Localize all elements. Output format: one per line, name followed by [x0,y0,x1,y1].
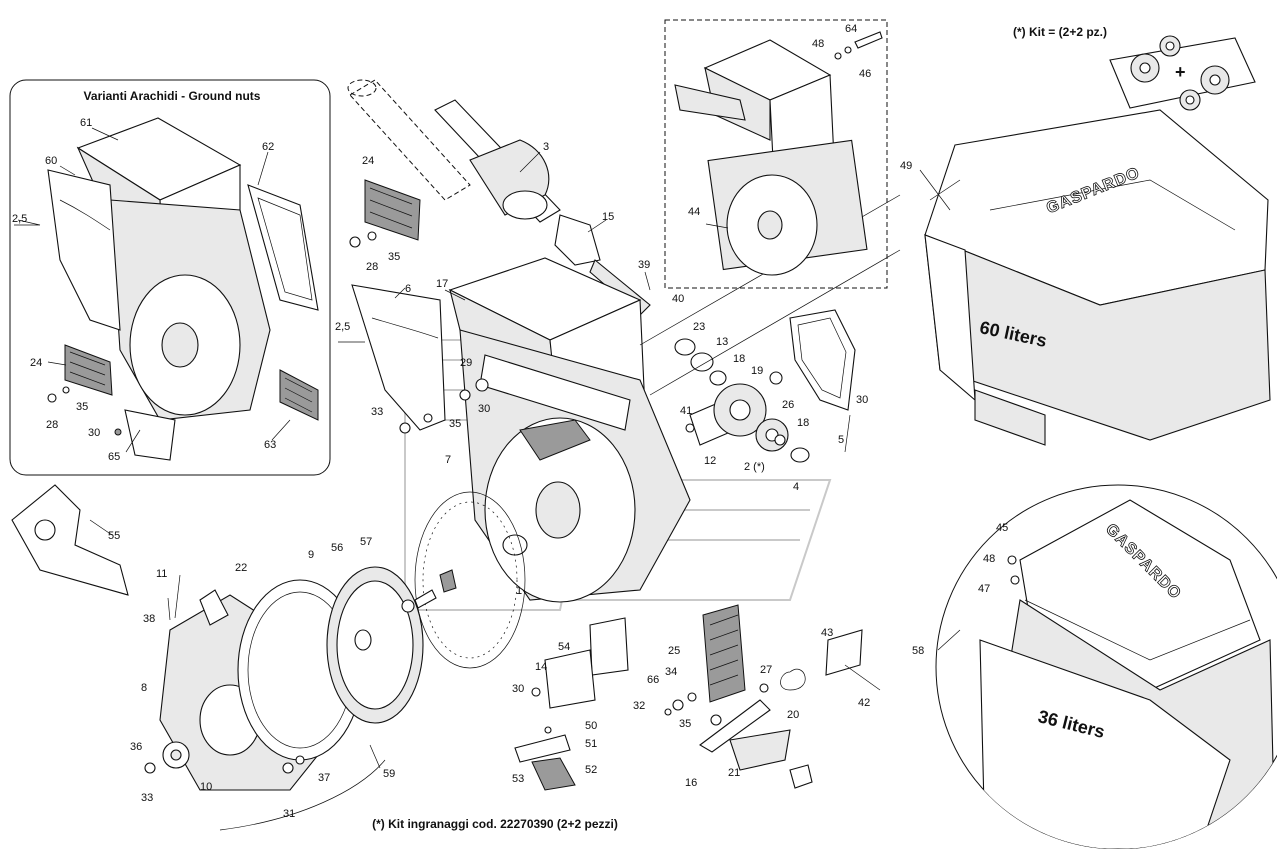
callout-30c: 30 [478,403,490,415]
callout-44: 44 [688,206,700,218]
callout-5: 5 [838,434,844,446]
svg-text:+: + [1175,62,1186,82]
callout-12: 12 [704,455,716,467]
callout-41: 41 [680,405,692,417]
callout-49: 49 [900,160,912,172]
callout-65: 65 [108,451,120,463]
detail-box-44 [664,19,888,289]
callout-13: 13 [716,336,728,348]
callout-9: 9 [308,549,314,561]
callout-35: 35 [76,401,88,413]
callout-35d: 35 [679,718,691,730]
callout-24: 24 [30,357,42,369]
lower-center-parts [514,617,629,791]
leader-lines [47,127,961,769]
callout-39: 39 [638,259,650,271]
callout-35c: 35 [449,418,461,430]
callout-19: 19 [751,365,763,377]
callout-34: 34 [665,666,677,678]
dim-label-main: 2,5 [335,321,350,333]
callout-51: 51 [585,738,597,750]
callout-62: 62 [262,141,274,153]
callout-64: 64 [845,23,857,35]
callout-6: 6 [405,283,411,295]
hopper-60l: GASPARDO 60 liters [924,109,1271,446]
callout-27: 27 [760,664,772,676]
callout-61: 61 [80,117,92,129]
callout-22: 22 [235,562,247,574]
callout-1: 1 [516,585,522,597]
inset-ground-nuts: Varianti Arachidi - Ground nuts 2,5 [9,79,331,476]
callout-52: 52 [585,764,597,776]
callout-29: 29 [460,357,472,369]
main-assembly: 2,5 [335,79,901,669]
callout-56: 56 [331,542,343,554]
callout-58: 58 [912,645,924,657]
callout-59: 59 [383,768,395,780]
callout-23: 23 [693,321,705,333]
callout-40: 40 [672,293,684,305]
lower-left-parts [11,484,457,831]
callout-43: 43 [821,627,833,639]
callout-21: 21 [728,767,740,779]
kit-bottom-label: (*) Kit ingranaggi cod. 22270390 (2+2 pe… [372,817,618,831]
callout-54: 54 [558,641,570,653]
callout-31: 31 [283,808,295,820]
callouts: 61 60 62 24 35 28 30 65 63 3 24 28 35 15… [30,23,1008,820]
callout-25: 25 [668,645,680,657]
callout-16: 16 [685,777,697,789]
kit-top-label: (*) Kit = (2+2 pz.) [1013,25,1107,39]
callout-38: 38 [143,613,155,625]
callout-3: 3 [543,141,549,153]
callout-48: 48 [812,38,824,50]
callout-8: 8 [141,682,147,694]
callout-57: 57 [360,536,372,548]
callout-4: 4 [793,481,799,493]
lower-right-parts [664,604,881,789]
callout-30d: 30 [512,683,524,695]
callout-17: 17 [436,278,448,290]
callout-20: 20 [787,709,799,721]
callout-32: 32 [633,700,645,712]
callout-33b: 33 [141,792,153,804]
callout-33: 33 [371,406,383,418]
callout-30: 30 [88,427,100,439]
callout-46: 46 [859,68,871,80]
callout-28b: 28 [366,261,378,273]
callout-26: 26 [782,399,794,411]
callout-47: 47 [978,583,990,595]
callout-60: 60 [45,155,57,167]
callout-55: 55 [108,530,120,542]
callout-28: 28 [46,419,58,431]
hopper-36l-detail: GASPARDO 36 liters [935,484,1277,849]
callout-15: 15 [602,211,614,223]
callout-45: 45 [996,522,1008,534]
inset-title: Varianti Arachidi - Ground nuts [84,89,261,103]
callout-7: 7 [445,454,451,466]
callout-42: 42 [858,697,870,709]
callout-63: 63 [264,439,276,451]
callout-35b: 35 [388,251,400,263]
dim-label-inset: 2,5 [12,213,27,225]
callout-10: 10 [200,781,212,793]
callout-2: 2 (*) [744,461,765,473]
callout-11: 11 [156,568,167,580]
callout-30b: 30 [856,394,868,406]
callout-24b: 24 [362,155,374,167]
callout-18b: 18 [797,417,809,429]
callout-18: 18 [733,353,745,365]
callout-36: 36 [130,741,142,753]
callout-48b: 48 [983,553,995,565]
callout-14: 14 [535,661,547,673]
callout-50: 50 [585,720,597,732]
callout-66: 66 [647,674,659,686]
callout-37: 37 [318,772,330,784]
callout-53: 53 [512,773,524,785]
kit-gears: (*) Kit = (2+2 pz.) + [1013,25,1256,111]
